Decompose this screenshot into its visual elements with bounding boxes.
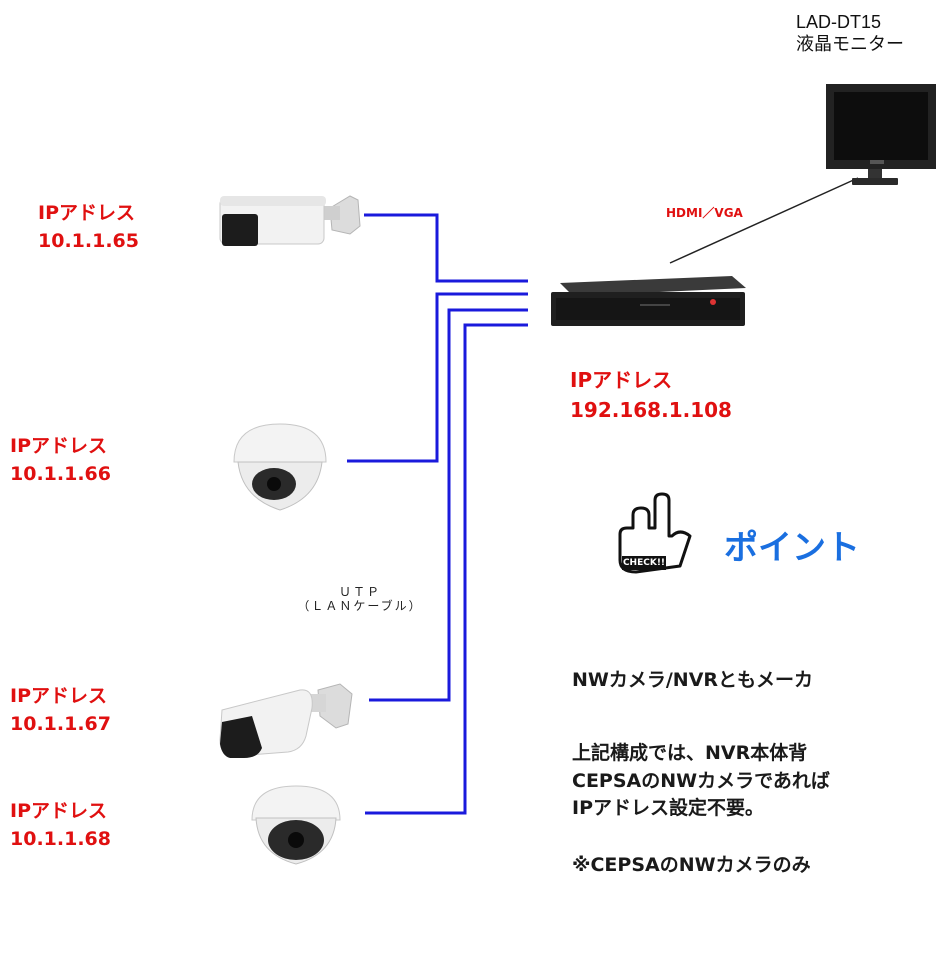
monitor-label: LAD-DT15 液晶モニター [796, 11, 904, 55]
check-stamp: CHECK!! [622, 556, 666, 570]
camera-1-ip: IPアドレス 10.1.1.65 [38, 199, 139, 255]
monitor-model: LAD-DT15 [796, 12, 882, 32]
bullet-camera-icon [219, 195, 361, 246]
camera-2-ip: IPアドレス 10.1.1.66 [10, 432, 111, 488]
utp-cable-label: ＵＴＰ （ＬＡＮケーブル） [280, 585, 440, 613]
utp-label-line1: ＵＴＰ [338, 585, 381, 599]
camera-3-ip: IPアドレス 10.1.1.67 [10, 682, 111, 738]
ip-label: IPアドレス [38, 202, 135, 224]
utp-cables [347, 213, 528, 815]
monitor-name: 液晶モニター [796, 34, 904, 54]
bullet-camera-icon [219, 683, 353, 758]
nvr-icon [551, 276, 746, 326]
cable-camera-4 [365, 323, 528, 815]
ip-label: IPアドレス [10, 685, 107, 707]
note-line-5: ※CEPSAのNWカメラのみ [572, 854, 811, 876]
note-line-4: IPアドレス設定不要。 [572, 797, 764, 819]
cable-camera-2 [347, 292, 528, 463]
point-heading: ポイント [724, 528, 860, 568]
ip-address: 10.1.1.66 [10, 463, 111, 485]
ip-label: IPアドレス [10, 435, 107, 457]
cable-camera-1 [364, 213, 528, 283]
dome-camera-icon [251, 785, 341, 865]
note-line-3: CEPSAのNWカメラであれば [572, 770, 830, 792]
note-line-2: 上記構成では、NVR本体背 [572, 742, 808, 764]
monitor-icon [826, 84, 936, 185]
hdmi-vga-line [669, 177, 859, 264]
ip-label: IPアドレス [10, 800, 107, 822]
ip-address: 10.1.1.65 [38, 230, 139, 252]
utp-label-line2: （ＬＡＮケーブル） [297, 599, 423, 613]
ip-address: 10.1.1.68 [10, 828, 111, 850]
dome-camera-icon [233, 423, 327, 511]
ip-label: IPアドレス [570, 368, 673, 392]
camera-4-ip: IPアドレス 10.1.1.68 [10, 797, 111, 853]
hdmi-vga-label: HDMI／VGA [666, 206, 743, 220]
nvr-ip: IPアドレス 192.168.1.108 [570, 365, 732, 425]
ip-address: 192.168.1.108 [570, 398, 732, 422]
pointing-hand-icon [618, 492, 692, 574]
note-line-1: NWカメラ/NVRともメーカ [572, 669, 814, 691]
ip-address: 10.1.1.67 [10, 713, 111, 735]
cable-camera-3 [369, 308, 528, 702]
